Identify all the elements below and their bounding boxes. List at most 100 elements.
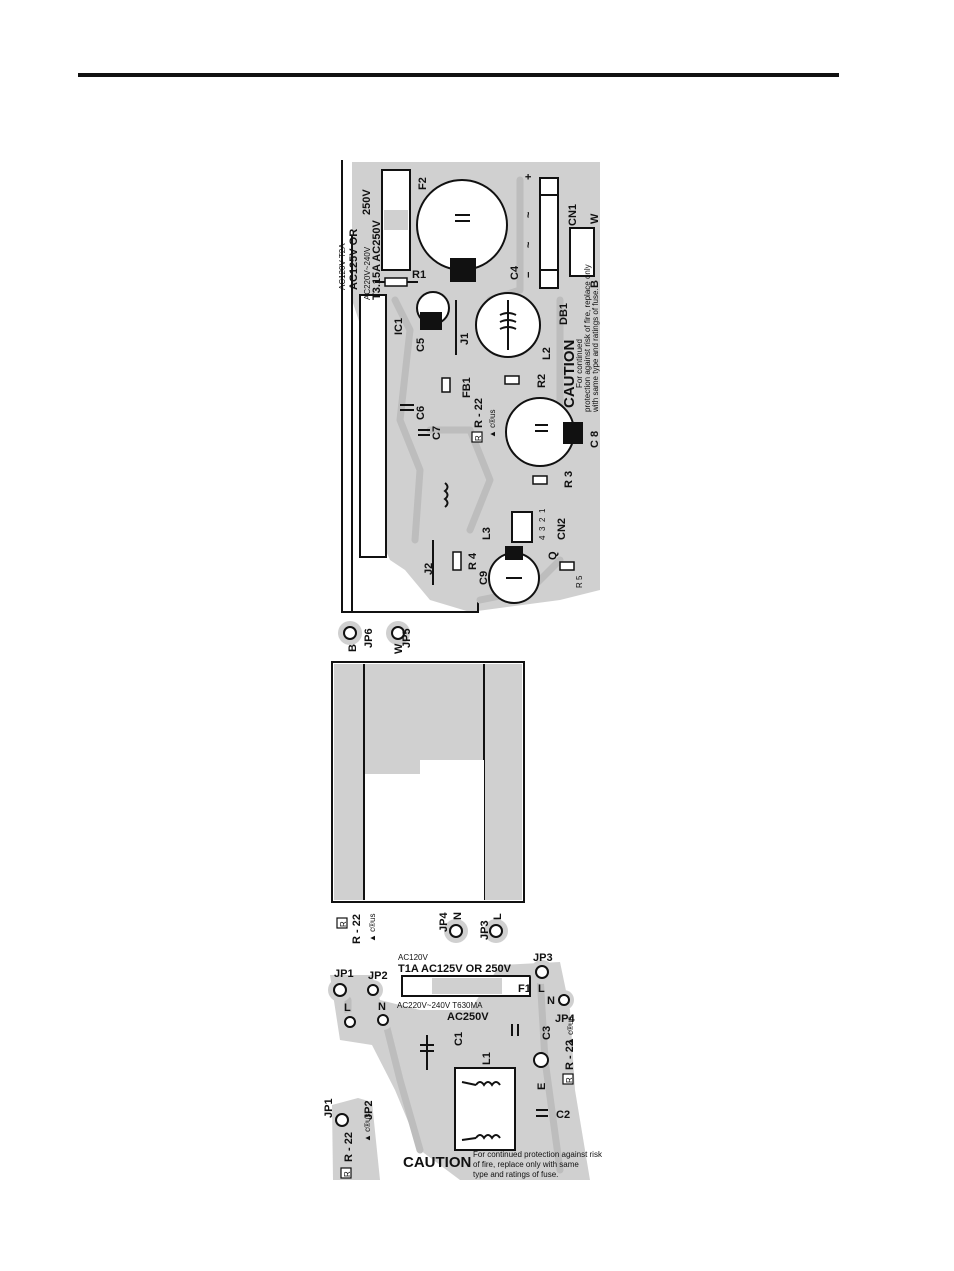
label-c1: C1 [453,1032,465,1046]
caution-line1-power: For continued [575,339,584,388]
r22-transformer: R - 22 [351,914,363,944]
ic1-pad [420,312,442,330]
label-tilde-1: ~ [523,211,535,218]
label-c3: C3 [541,1026,553,1040]
label-ac220: AC220V~240V T630MA [397,1001,483,1010]
pad-jp3-line-filter [535,965,549,979]
label-cn1: CN1 [567,204,579,226]
cn2-pin-3: 3 [538,526,547,531]
power-board-copper [352,162,600,612]
fuse-rating-125: AC125V OR [348,229,360,290]
connector-cn1 [569,227,595,277]
label-l1: L1 [481,1052,493,1065]
label-jp1: JP1 [334,968,354,980]
power-board-outline [341,160,479,613]
fuse-rating-120: AC120V T2A [338,243,347,290]
label-c4: C4 [509,265,521,280]
label-w-pin: W [393,643,405,654]
line-filter-board: JP1 L JP2 N AC120V T1A AC125V OR 250V F1… [328,952,603,1180]
power-board: AC120V T2A AC125V OR 250V AC220V~240V T3… [338,160,601,654]
label-db1: DB1 [558,303,570,325]
cn2-pin-2: 2 [538,517,547,522]
label-jp4-line-filter: JP4 [555,1013,575,1025]
label-jp2: JP2 [368,970,388,982]
r22-line-filter: R - 22 [564,1040,576,1070]
capacitor-c8-pad [563,422,583,444]
label-minus: − [523,272,535,278]
label-r5: R 5 [575,575,584,588]
label-jp6: JP6 [363,628,375,648]
label-tilde-2: ~ [523,241,535,248]
caution-title-power: CAUTION [561,340,578,408]
r22-power: R - 22 [473,398,485,428]
ul-mark-line-filter: ▲ c®us [566,1017,575,1045]
label-r4: R 4 [467,552,479,570]
pad-jp1-small [335,1113,349,1127]
pad-jp6 [343,626,357,640]
pad-jp4-transformer [449,924,463,938]
pad-n-line-filter [377,1014,389,1026]
label-n-transformer: N [452,912,464,920]
resistor-r2 [504,375,520,385]
label-jp4-transformer: JP4 [438,912,450,932]
label-f2: F2 [417,177,429,190]
pad-jp3-transformer [489,924,503,938]
r22-mark-transformer: R [339,921,348,927]
capacitor-c4-pad [450,258,476,282]
ul-mark-transformer: ▲ c®us [368,914,377,942]
resistor-r3 [532,475,548,485]
ferrite-fb1 [441,377,451,393]
label-r2: R2 [536,374,548,388]
r22-small: R - 22 [343,1132,355,1162]
caution-line1-line-filter: For continued protection against risk [473,1150,603,1159]
r22-mark-box-small [340,1167,352,1179]
label-l-transformer: L [492,913,504,920]
resistor-r1 [384,277,408,287]
pad-jp4-line-filter [558,994,570,1006]
label-t1a: T1A AC125V OR 250V [398,963,512,975]
label-cn1-w: W [589,213,601,224]
label-c7: C7 [431,426,443,440]
label-jp3-line-filter: JP3 [533,952,553,964]
resistor-r4 [452,551,462,571]
pad-e [533,1052,549,1068]
caution-line2-line-filter: of fire, replace only with same [473,1160,579,1169]
pad-jp5 [391,626,405,640]
capacitor-c4 [416,179,508,271]
pad-jp2 [367,984,379,996]
label-n-line-filter: N [378,1001,386,1013]
label-r1: R1 [412,269,426,281]
caution-line3-power: with same type and ratings of fuse. [591,288,600,413]
label-b-pin: B [347,644,359,652]
cn2-pin-4: 4 [538,535,547,540]
capacitor-c9-pad [505,546,523,560]
label-jp1-small: JP1 [323,1098,335,1118]
label-j1: J1 [459,333,471,345]
heatsink-strip [359,294,387,558]
r22-mark-box-transformer [336,917,348,929]
label-c5: C5 [415,338,427,352]
resistor-r5 [559,561,575,571]
r22-mark-box-power [471,431,483,443]
connector-cn2 [511,511,533,543]
transformer-board: R R - 22 ▲ c®us JP4 N JP3 L [331,661,525,944]
label-jp5: JP5 [401,628,413,648]
caution-line2-power: protection against risk of fire, replace… [583,264,592,412]
label-r3: R 3 [563,471,575,488]
caution-title-line-filter: CAUTION [403,1154,471,1171]
fuse-rating-220: AC220V~240V [363,246,372,300]
caution-line3-line-filter: type and ratings of fuse. [473,1170,558,1179]
small-board: JP1 JP2 R R - 22 ▲ c®us [323,1098,380,1180]
label-l-line-filter: L [344,1002,351,1014]
label-jp3-transformer: JP3 [479,920,491,940]
label-c2: C2 [556,1109,570,1121]
inductor-l3 [443,482,449,508]
label-ac250: AC250V [447,1011,489,1023]
label-ac120: AC120V [398,953,428,962]
label-jp3-l: L [538,983,545,995]
label-f1: F1 [518,983,531,995]
diode-bridge-db1 [539,177,559,289]
label-ic1: IC1 [393,318,405,335]
pad-l-line-filter [344,1016,356,1028]
